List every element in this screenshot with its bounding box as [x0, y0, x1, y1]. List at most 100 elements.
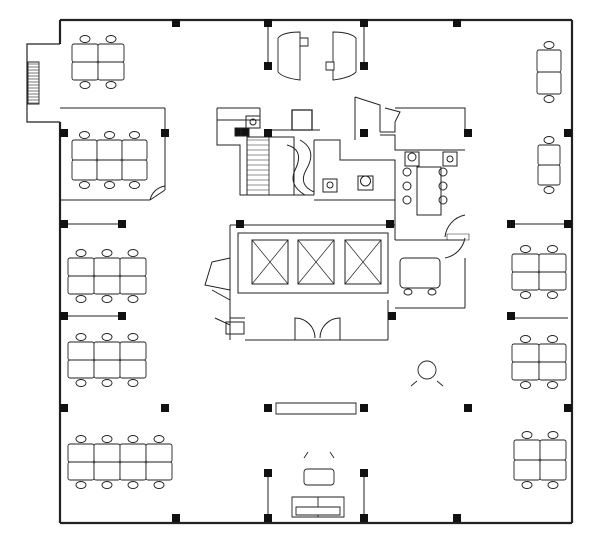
chair-icon	[544, 96, 554, 103]
chair-icon	[439, 196, 447, 204]
lift-lobby-wall	[230, 225, 395, 240]
chair-icon	[106, 36, 116, 43]
building-core	[205, 97, 469, 340]
column-icon	[264, 129, 272, 137]
chair-icon	[403, 182, 411, 190]
column-icon	[507, 220, 515, 228]
chair-icon	[548, 246, 558, 253]
column-icon	[172, 514, 180, 522]
desk-icon	[98, 44, 124, 62]
chair-icon	[439, 168, 447, 176]
column-icon	[360, 19, 368, 27]
chair-icon	[521, 336, 531, 343]
elevator-shaft-icon	[345, 240, 381, 284]
column-icon	[264, 404, 272, 412]
desk-icon	[97, 140, 122, 160]
desk-icon	[68, 360, 94, 378]
column-icon	[172, 19, 180, 27]
chair-icon	[522, 432, 532, 439]
desk-icon	[68, 276, 94, 294]
sofa-icon	[296, 507, 340, 515]
column-icon	[360, 469, 368, 477]
desk-icon	[539, 344, 566, 362]
chair-icon	[76, 436, 86, 443]
desk-icon	[146, 444, 172, 462]
toilet-icon	[358, 176, 373, 190]
sink-icon	[443, 152, 457, 166]
reception-counter	[276, 403, 356, 414]
elevator-shaft-icon	[252, 240, 288, 284]
structural-columns	[60, 19, 572, 522]
sink-icon	[405, 152, 419, 166]
utility-room-wall	[380, 135, 465, 150]
chair-icon	[102, 296, 112, 303]
column-icon	[60, 404, 68, 412]
staircase-icon	[287, 145, 305, 195]
chair-icon	[102, 250, 112, 257]
column-icon	[453, 514, 461, 522]
interior-partitions	[60, 20, 568, 523]
shaft	[292, 110, 312, 130]
chair-icon	[548, 432, 558, 439]
west-bay-window	[27, 44, 60, 122]
chair-icon	[128, 436, 138, 443]
desk-icon	[539, 362, 566, 380]
desk-icon	[539, 254, 566, 272]
desk-icon	[539, 272, 566, 290]
chair-icon	[428, 289, 436, 295]
desk-icon	[512, 362, 539, 380]
plant-icon	[418, 361, 436, 379]
chair-icon	[154, 436, 164, 443]
door-swing-icon	[385, 108, 400, 122]
furniture-layout	[68, 32, 566, 517]
door-swing-icon	[150, 186, 165, 200]
door-swing-icon	[212, 290, 230, 325]
west-balcony-stair	[28, 62, 39, 104]
chair-icon	[76, 380, 86, 387]
chair-icon	[304, 452, 334, 458]
core-outline	[217, 108, 314, 195]
chair-icon	[80, 36, 90, 43]
chair-icon	[521, 382, 531, 389]
column-icon	[564, 404, 572, 412]
door-threshold	[447, 234, 469, 240]
column-icon	[161, 404, 169, 412]
chair-icon	[102, 436, 112, 443]
sink-icon	[250, 119, 256, 125]
column-icon	[264, 514, 272, 522]
chair-icon	[80, 132, 90, 139]
column-icon	[386, 220, 394, 228]
toilet-icon	[361, 176, 371, 186]
desk-icon	[72, 160, 97, 180]
sink-icon	[246, 116, 260, 128]
chair-icon	[403, 168, 411, 176]
desk-icon	[94, 258, 120, 276]
desk-icon	[122, 140, 147, 160]
chair-icon	[548, 336, 558, 343]
desk-icon	[512, 272, 539, 290]
column-icon	[60, 129, 68, 137]
desk-icon	[72, 140, 97, 160]
chair-icon	[102, 482, 112, 489]
desk-icon	[120, 360, 146, 378]
chair-icon	[80, 182, 90, 189]
sink-icon	[323, 179, 337, 192]
column-icon	[241, 128, 249, 136]
column-icon	[360, 514, 368, 522]
lounge-table	[304, 469, 334, 485]
desk-icon	[68, 342, 94, 360]
column-icon	[118, 312, 126, 320]
door-swing-icon	[205, 258, 230, 290]
desk-icon	[512, 254, 539, 272]
column-icon	[453, 19, 461, 27]
chair-icon	[548, 382, 558, 389]
chair-icon	[522, 482, 532, 489]
chair-icon	[128, 334, 138, 341]
desk-icon	[94, 444, 120, 462]
column-icon	[161, 129, 169, 137]
chair-icon	[105, 182, 115, 189]
desk-icon	[540, 460, 566, 480]
chair-icon	[102, 380, 112, 387]
staircase-icon	[247, 137, 294, 195]
desk-icon	[68, 258, 94, 276]
